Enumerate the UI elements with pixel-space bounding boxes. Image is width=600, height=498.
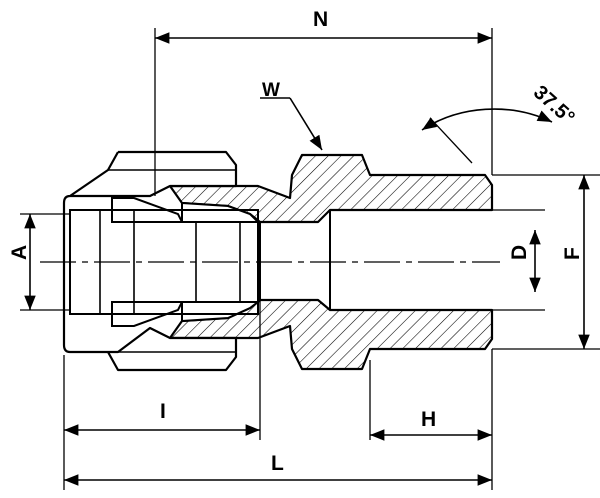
label-a: A [8,245,31,260]
leader-w-arrow [289,97,323,151]
label-i: I [160,400,166,423]
body-section [168,153,494,371]
label-l: L [271,452,284,475]
front-ferrule-bottom [181,301,261,323]
label-h: H [421,408,436,431]
nut-outline [62,150,238,372]
tube-outline [69,209,259,315]
label-angle: 37.5° [529,81,579,129]
label-f: F [561,247,584,260]
dimension-lines [24,32,590,486]
label-d: D [508,245,531,260]
label-n: N [313,8,328,31]
label-w: W [262,80,280,101]
ferrules [111,197,261,327]
front-ferrule-top [181,201,261,223]
nut [62,150,238,372]
angle-arc [421,108,553,131]
